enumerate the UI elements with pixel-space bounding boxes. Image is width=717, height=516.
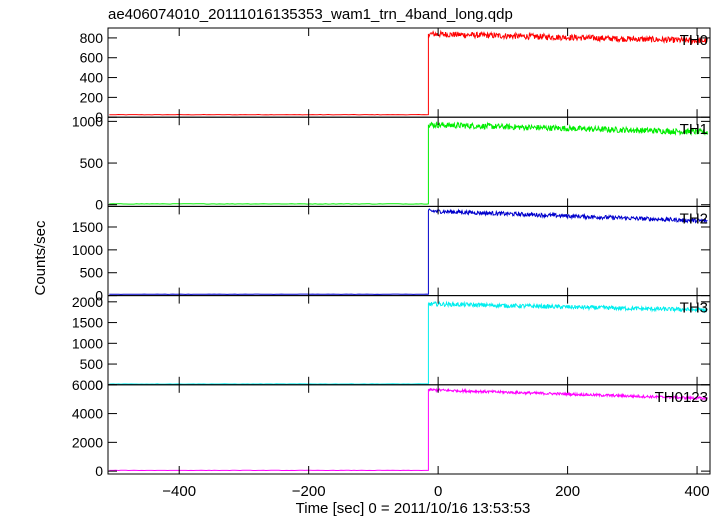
y-tick-label: 0: [95, 463, 103, 479]
x-tick-label: −200: [292, 483, 326, 500]
series-line-TH2: [109, 208, 708, 295]
x-axis-label: Time [sec] 0 = 2011/10/16 13:53:53: [296, 500, 531, 516]
panel-TH2: 0 500 1000 1500 TH2: [72, 205, 711, 304]
y-tick-label: 0: [95, 288, 103, 304]
panel-frame: [107, 205, 711, 297]
legend-label-TH0: TH0: [680, 32, 708, 49]
series-line-TH3: [109, 300, 708, 385]
y-tick-label: 6000: [72, 377, 103, 393]
y-tick-label: 500: [80, 155, 104, 171]
x-axis: −400 −200 0 200 400: [162, 483, 709, 500]
x-tick-label: 0: [434, 483, 442, 500]
y-tick-label: 1000: [72, 113, 103, 129]
series-line-TH1: [109, 121, 708, 205]
legend-label-TH3: TH3: [680, 300, 708, 317]
y-tick-label: 500: [80, 265, 104, 281]
y-tick-label: 1500: [72, 219, 103, 235]
y-tick-label: 400: [80, 70, 104, 86]
y-tick-label: 2000: [72, 294, 103, 310]
legend-label-TH2: TH2: [680, 210, 708, 227]
y-tick-label: 500: [80, 356, 104, 372]
panel-TH3: 0 500 1000 1500 2000 TH3: [72, 294, 711, 393]
y-tick-label: 0: [95, 197, 103, 213]
series-line-TH0: [109, 29, 708, 116]
y-tick-label: 200: [80, 89, 104, 105]
panel-TH0: 0 200 400 600 800 TH0: [80, 27, 711, 125]
y-tick-label: 4000: [72, 406, 103, 422]
x-tick-label: −400: [162, 483, 196, 500]
y-tick-label: 2000: [72, 434, 103, 450]
series-line-TH0123: [109, 387, 708, 472]
chart-title: ae406074010_20111016135353_wam1_trn_4ban…: [108, 6, 513, 23]
y-tick-label: 1000: [72, 242, 103, 258]
y-tick-label: 1000: [72, 335, 103, 351]
y-tick-label: 800: [80, 30, 104, 46]
y-tick-label: 0: [95, 377, 103, 393]
y-tick-label: 0: [95, 109, 103, 125]
legend-label-TH1: TH1: [680, 121, 708, 138]
x-tick-label: 400: [685, 483, 710, 500]
legend-label-TH0123: TH0123: [655, 389, 708, 406]
y-tick-label: 1500: [72, 315, 103, 331]
x-tick-label: 200: [555, 483, 580, 500]
panel-frame: [107, 384, 711, 475]
y-axis-label: Counts/sec: [32, 220, 49, 296]
y-tick-label: 600: [80, 50, 104, 66]
